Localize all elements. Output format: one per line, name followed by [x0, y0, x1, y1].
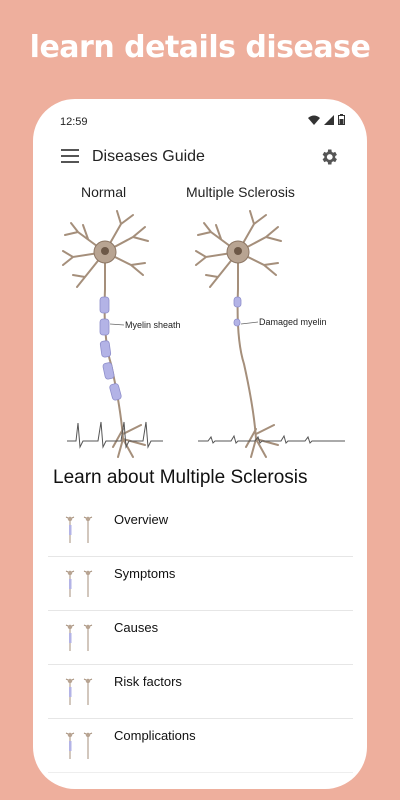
wifi-icon	[308, 115, 320, 125]
callout-damaged-myelin: Damaged myelin	[259, 317, 327, 327]
neuron-thumbnail-icon	[58, 725, 102, 769]
status-time: 12:59	[60, 116, 88, 128]
battery-icon	[338, 114, 345, 125]
normal-signal-trace	[67, 421, 163, 449]
topic-item-causes[interactable]: Causes	[48, 611, 353, 665]
callout-myelin-sheath: Myelin sheath	[125, 320, 181, 330]
topic-list: Overview Symptoms Causes	[48, 503, 353, 773]
status-icons	[308, 114, 345, 125]
neuron-thumbnail-icon	[58, 671, 102, 715]
hamburger-menu-icon[interactable]	[61, 149, 79, 165]
topic-label: Complications	[114, 728, 196, 743]
topic-label: Symptoms	[114, 566, 176, 581]
status-bar: 12:59	[33, 99, 367, 139]
section-title: Learn about Multiple Sclerosis	[53, 467, 308, 488]
ms-signal-trace	[198, 434, 345, 444]
neuron-thumbnail-icon	[58, 617, 102, 661]
topic-label: Risk factors	[114, 674, 182, 689]
app-title: Diseases Guide	[92, 148, 205, 165]
topic-item-symptoms[interactable]: Symptoms	[48, 557, 353, 611]
topic-label: Causes	[114, 620, 159, 635]
normal-neuron: Myelin sheath	[62, 210, 181, 458]
neuron-illustration: Normal Multiple Sclerosis	[62, 184, 345, 458]
promo-headline: learn details disease	[29, 30, 371, 65]
cell-signal-icon	[324, 114, 334, 125]
label-multiple-sclerosis: Multiple Sclerosis	[186, 184, 295, 200]
phone-screen: 12:59 Diseases Guide Normal Multiple Scl…	[33, 99, 367, 789]
topic-item-risk-factors[interactable]: Risk factors	[48, 665, 353, 719]
topic-item-complications[interactable]: Complications	[48, 719, 353, 773]
neuron-thumbnail-icon	[58, 509, 102, 553]
gear-icon[interactable]	[319, 147, 339, 167]
topic-label: Overview	[114, 512, 169, 527]
ms-neuron: Damaged myelin	[195, 210, 327, 458]
app-bar: Diseases Guide	[33, 143, 367, 175]
label-normal: Normal	[81, 184, 126, 200]
neuron-thumbnail-icon	[58, 563, 102, 607]
topic-item-overview[interactable]: Overview	[48, 503, 353, 557]
